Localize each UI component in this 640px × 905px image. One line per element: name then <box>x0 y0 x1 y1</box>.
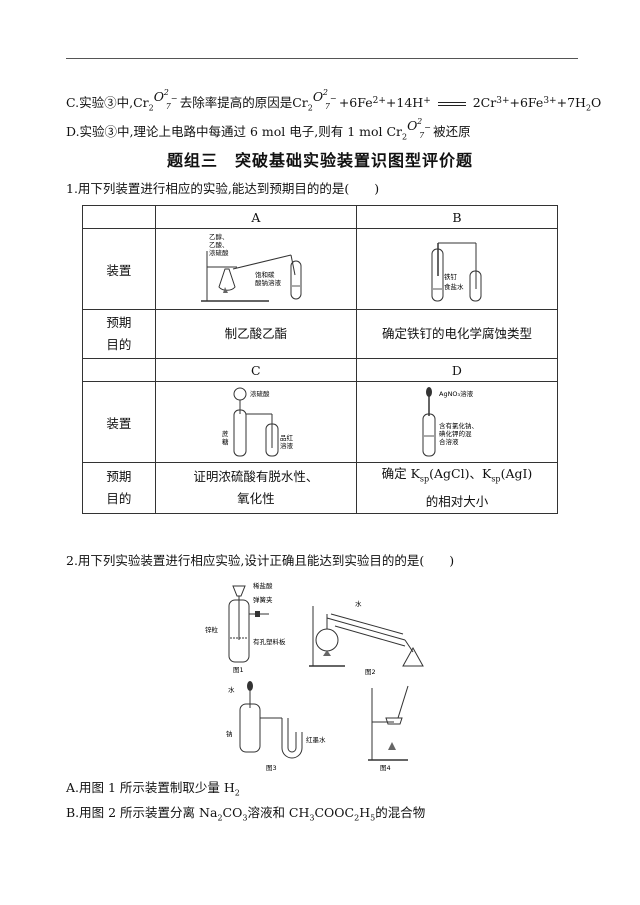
col-header-a: A <box>154 205 357 229</box>
label-a-5: 酸钠溶液 <box>255 278 282 287</box>
fig1-label-2: 弹簧夹 <box>253 595 273 604</box>
nail-corrosion-apparatus-icon: 铁钉 食盐水 <box>431 242 482 302</box>
experiment-table: A B 装置 乙醇、 乙酸、 浓硫酸 饱和碳 <box>82 205 559 514</box>
col-header-c: C <box>154 358 357 382</box>
col-header-b: B <box>355 205 559 229</box>
label-d-2: 含有氯化钠、 <box>439 421 478 430</box>
question-1-stem: 1.用下列装置进行相应的实验,能达到预期目的的是( ) <box>66 181 380 196</box>
top-rule <box>66 58 578 59</box>
fig1-label-4: 有孔塑料板 <box>253 637 286 646</box>
equals-sign <box>437 101 466 106</box>
esterification-apparatus-icon: 乙醇、 乙酸、 浓硫酸 饱和碳 酸钠溶液 <box>200 232 302 302</box>
label-b-1: 铁钉 <box>444 272 458 281</box>
purpose-d: 确定 Ksp(AgCl)、Ksp(AgI)的相对大小 <box>355 462 559 514</box>
label-d-3: 碘化钾的混 <box>439 429 472 438</box>
apparatus-c: 浓硫酸 蔗 糖 品红 溶液 <box>154 381 357 463</box>
label-b-2: 食盐水 <box>444 282 464 291</box>
col-header-d: D <box>355 358 559 382</box>
row-label-purpose-2: 预期目的 <box>82 462 156 514</box>
q2-option-b: B.用图 2 所示装置分离 Na2CO3溶液和 CH3COOC2H5的混合物 <box>66 805 426 823</box>
row-label-device-2: 装置 <box>82 381 156 463</box>
fig2-label-1: 水 <box>355 599 362 608</box>
fig3-label-1: 水 <box>228 685 235 694</box>
purpose-a: 制乙酸乙酯 <box>154 309 357 359</box>
row-label-purpose: 预期目的 <box>82 309 156 359</box>
figure-1-kipp-apparatus-icon: 稀盐酸 弹簧夹 锌粒 有孔塑料板 图1 <box>205 581 286 674</box>
label-a-4: 饱和碳 <box>255 270 275 279</box>
fig2-caption: 图2 <box>365 668 376 676</box>
fig1-label-1: 稀盐酸 <box>253 581 273 590</box>
fig3-caption: 图3 <box>266 764 277 772</box>
figure-4-heating-icon: 图4 <box>368 685 409 772</box>
fig1-caption: 图1 <box>233 666 244 674</box>
question-2-stem: 2.用下列实验装置进行相应实验,设计正确且能达到实验目的的是( ) <box>66 553 455 568</box>
label-c-3: 糖 <box>222 437 229 446</box>
fig3-label-3: 红墨水 <box>306 735 326 744</box>
label-a-3: 浓硫酸 <box>209 248 229 257</box>
figure-3-sodium-water-icon: 水 钠 红墨水 图3 <box>226 681 326 772</box>
apparatus-b: 铁钉 食盐水 <box>355 228 559 310</box>
purpose-b: 确定铁钉的电化学腐蚀类型 <box>355 309 559 359</box>
label-c-2: 蔗 <box>222 429 229 438</box>
apparatus-a: 乙醇、 乙酸、 浓硫酸 饱和碳 酸钠溶液 <box>154 228 357 310</box>
fig1-label-3: 锌粒 <box>205 625 219 634</box>
option-c-lead: C.实验③中,Cr <box>66 95 149 110</box>
row-label-device: 装置 <box>82 228 156 310</box>
fig3-label-2: 钠 <box>226 729 233 738</box>
purpose-c: 证明浓硫酸有脱水性、氧化性 <box>154 462 357 514</box>
silver-nitrate-dropper-icon: AgNO₃溶液 含有氯化钠、 碘化钾的混 合溶液 <box>422 387 478 457</box>
label-a-2: 乙酸、 <box>209 240 229 249</box>
sulfuric-acid-sugar-apparatus-icon: 浓硫酸 蔗 糖 品红 溶液 <box>222 387 294 457</box>
figure-2-distillation-icon: 水 图2 <box>309 599 424 676</box>
label-c-4: 品红 <box>280 433 294 442</box>
label-c-5: 溶液 <box>280 441 294 450</box>
q2-option-a: A.用图 1 所示装置制取少量 H2 <box>66 780 240 798</box>
label-a-1: 乙醇、 <box>209 232 229 241</box>
fig4-caption: 图4 <box>380 764 391 772</box>
section-title: 题组三 突破基础实验装置识图型评价题 <box>166 151 473 170</box>
label-d-1: AgNO₃溶液 <box>439 389 474 398</box>
label-d-4: 合溶液 <box>439 437 459 446</box>
apparatus-d: AgNO₃溶液 含有氯化钠、 碘化钾的混 合溶液 <box>355 381 559 463</box>
label-c-1: 浓硫酸 <box>250 389 270 398</box>
